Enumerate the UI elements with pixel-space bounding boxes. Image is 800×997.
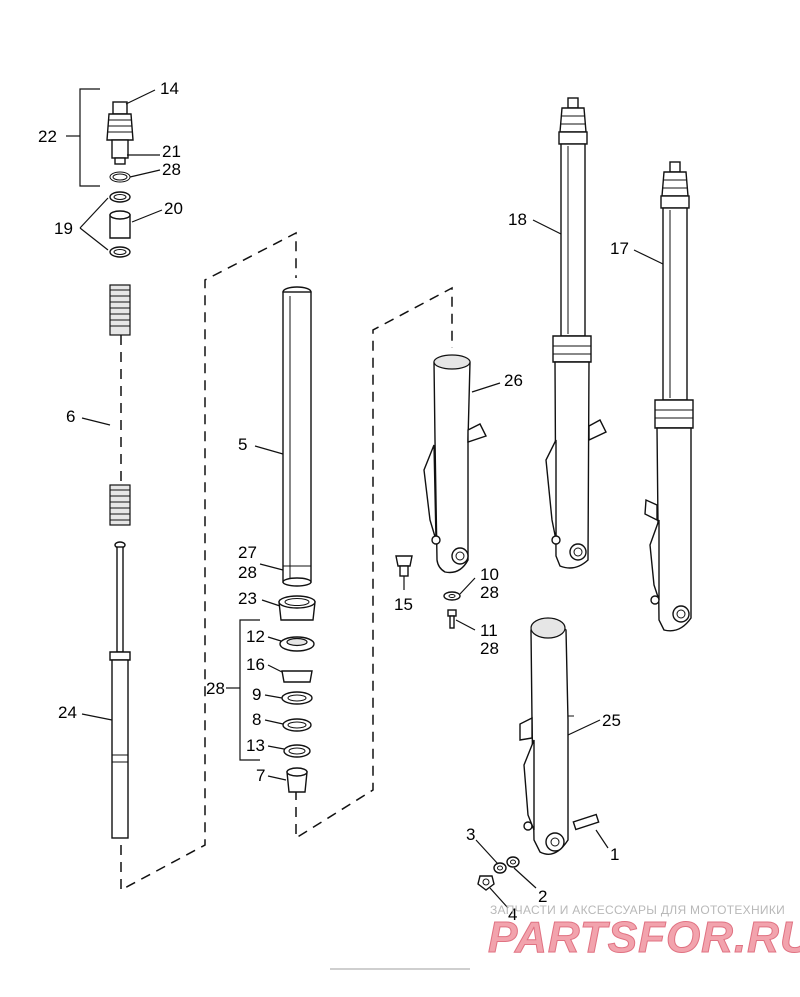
bracket-28 (239, 619, 260, 761)
seal-kit-parts (278, 595, 316, 793)
label-24: 24 (58, 703, 77, 722)
label-28-bolt: 28 (480, 639, 499, 658)
leader-lines (79, 89, 664, 909)
label-22: 22 (38, 127, 57, 146)
washer-nut-2-3-4 (477, 856, 520, 891)
label-26: 26 (504, 371, 523, 390)
watermark-logo: PARTSFOR.RU (488, 913, 800, 962)
label-28-top: 28 (162, 160, 181, 179)
spacer-set (109, 191, 131, 258)
label-14: 14 (160, 79, 179, 98)
label-1: 1 (610, 845, 619, 864)
label-8: 8 (252, 710, 261, 729)
label-21: 21 (162, 142, 181, 161)
fork-slider-26 (423, 354, 487, 574)
label-28-washer: 28 (480, 583, 499, 602)
watermark: ЗАПЧАСТИ И АКСЕССУАРЫ ДЛЯ МОТОТЕХНИКИ PA… (330, 903, 800, 970)
bracket-22 (79, 88, 100, 187)
fork-spring (109, 284, 131, 526)
washer-bolt-10-11 (443, 591, 461, 629)
label-16: 16 (246, 655, 265, 674)
label-28-tube: 28 (238, 563, 257, 582)
label-7: 7 (256, 766, 265, 785)
bolt-15 (395, 555, 413, 577)
label-13: 13 (246, 736, 265, 755)
fork-slider-25 (519, 617, 574, 855)
label-23: 23 (238, 589, 257, 608)
axle-bolt-1 (572, 813, 600, 831)
label-6: 6 (66, 407, 75, 426)
watermark-tagline: ЗАПЧАСТИ И АКСЕССУАРЫ ДЛЯ МОТОТЕХНИКИ (490, 903, 785, 917)
label-27: 27 (238, 543, 257, 562)
label-9: 9 (252, 685, 261, 704)
label-25: 25 (602, 711, 621, 730)
fork-leg-17 (644, 161, 694, 632)
label-18: 18 (508, 210, 527, 229)
label-5: 5 (238, 435, 247, 454)
label-11: 11 (480, 621, 498, 640)
label-20: 20 (164, 199, 183, 218)
label-15: 15 (394, 595, 413, 614)
fork-tube (282, 286, 312, 587)
label-19: 19 (54, 219, 73, 238)
label-2: 2 (538, 887, 547, 906)
label-4: 4 (508, 905, 517, 924)
callout-labels: 14 22 21 28 20 19 6 24 5 27 28 23 12 16 … (38, 79, 629, 924)
label-17: 17 (610, 239, 629, 258)
fork-leg-18 (545, 97, 607, 569)
fork-cap-assembly (106, 101, 134, 183)
damper-rod (109, 541, 131, 839)
label-28-kit: 28 (206, 679, 225, 698)
label-12: 12 (246, 627, 265, 646)
label-10: 10 (480, 565, 499, 584)
label-3: 3 (466, 825, 475, 844)
